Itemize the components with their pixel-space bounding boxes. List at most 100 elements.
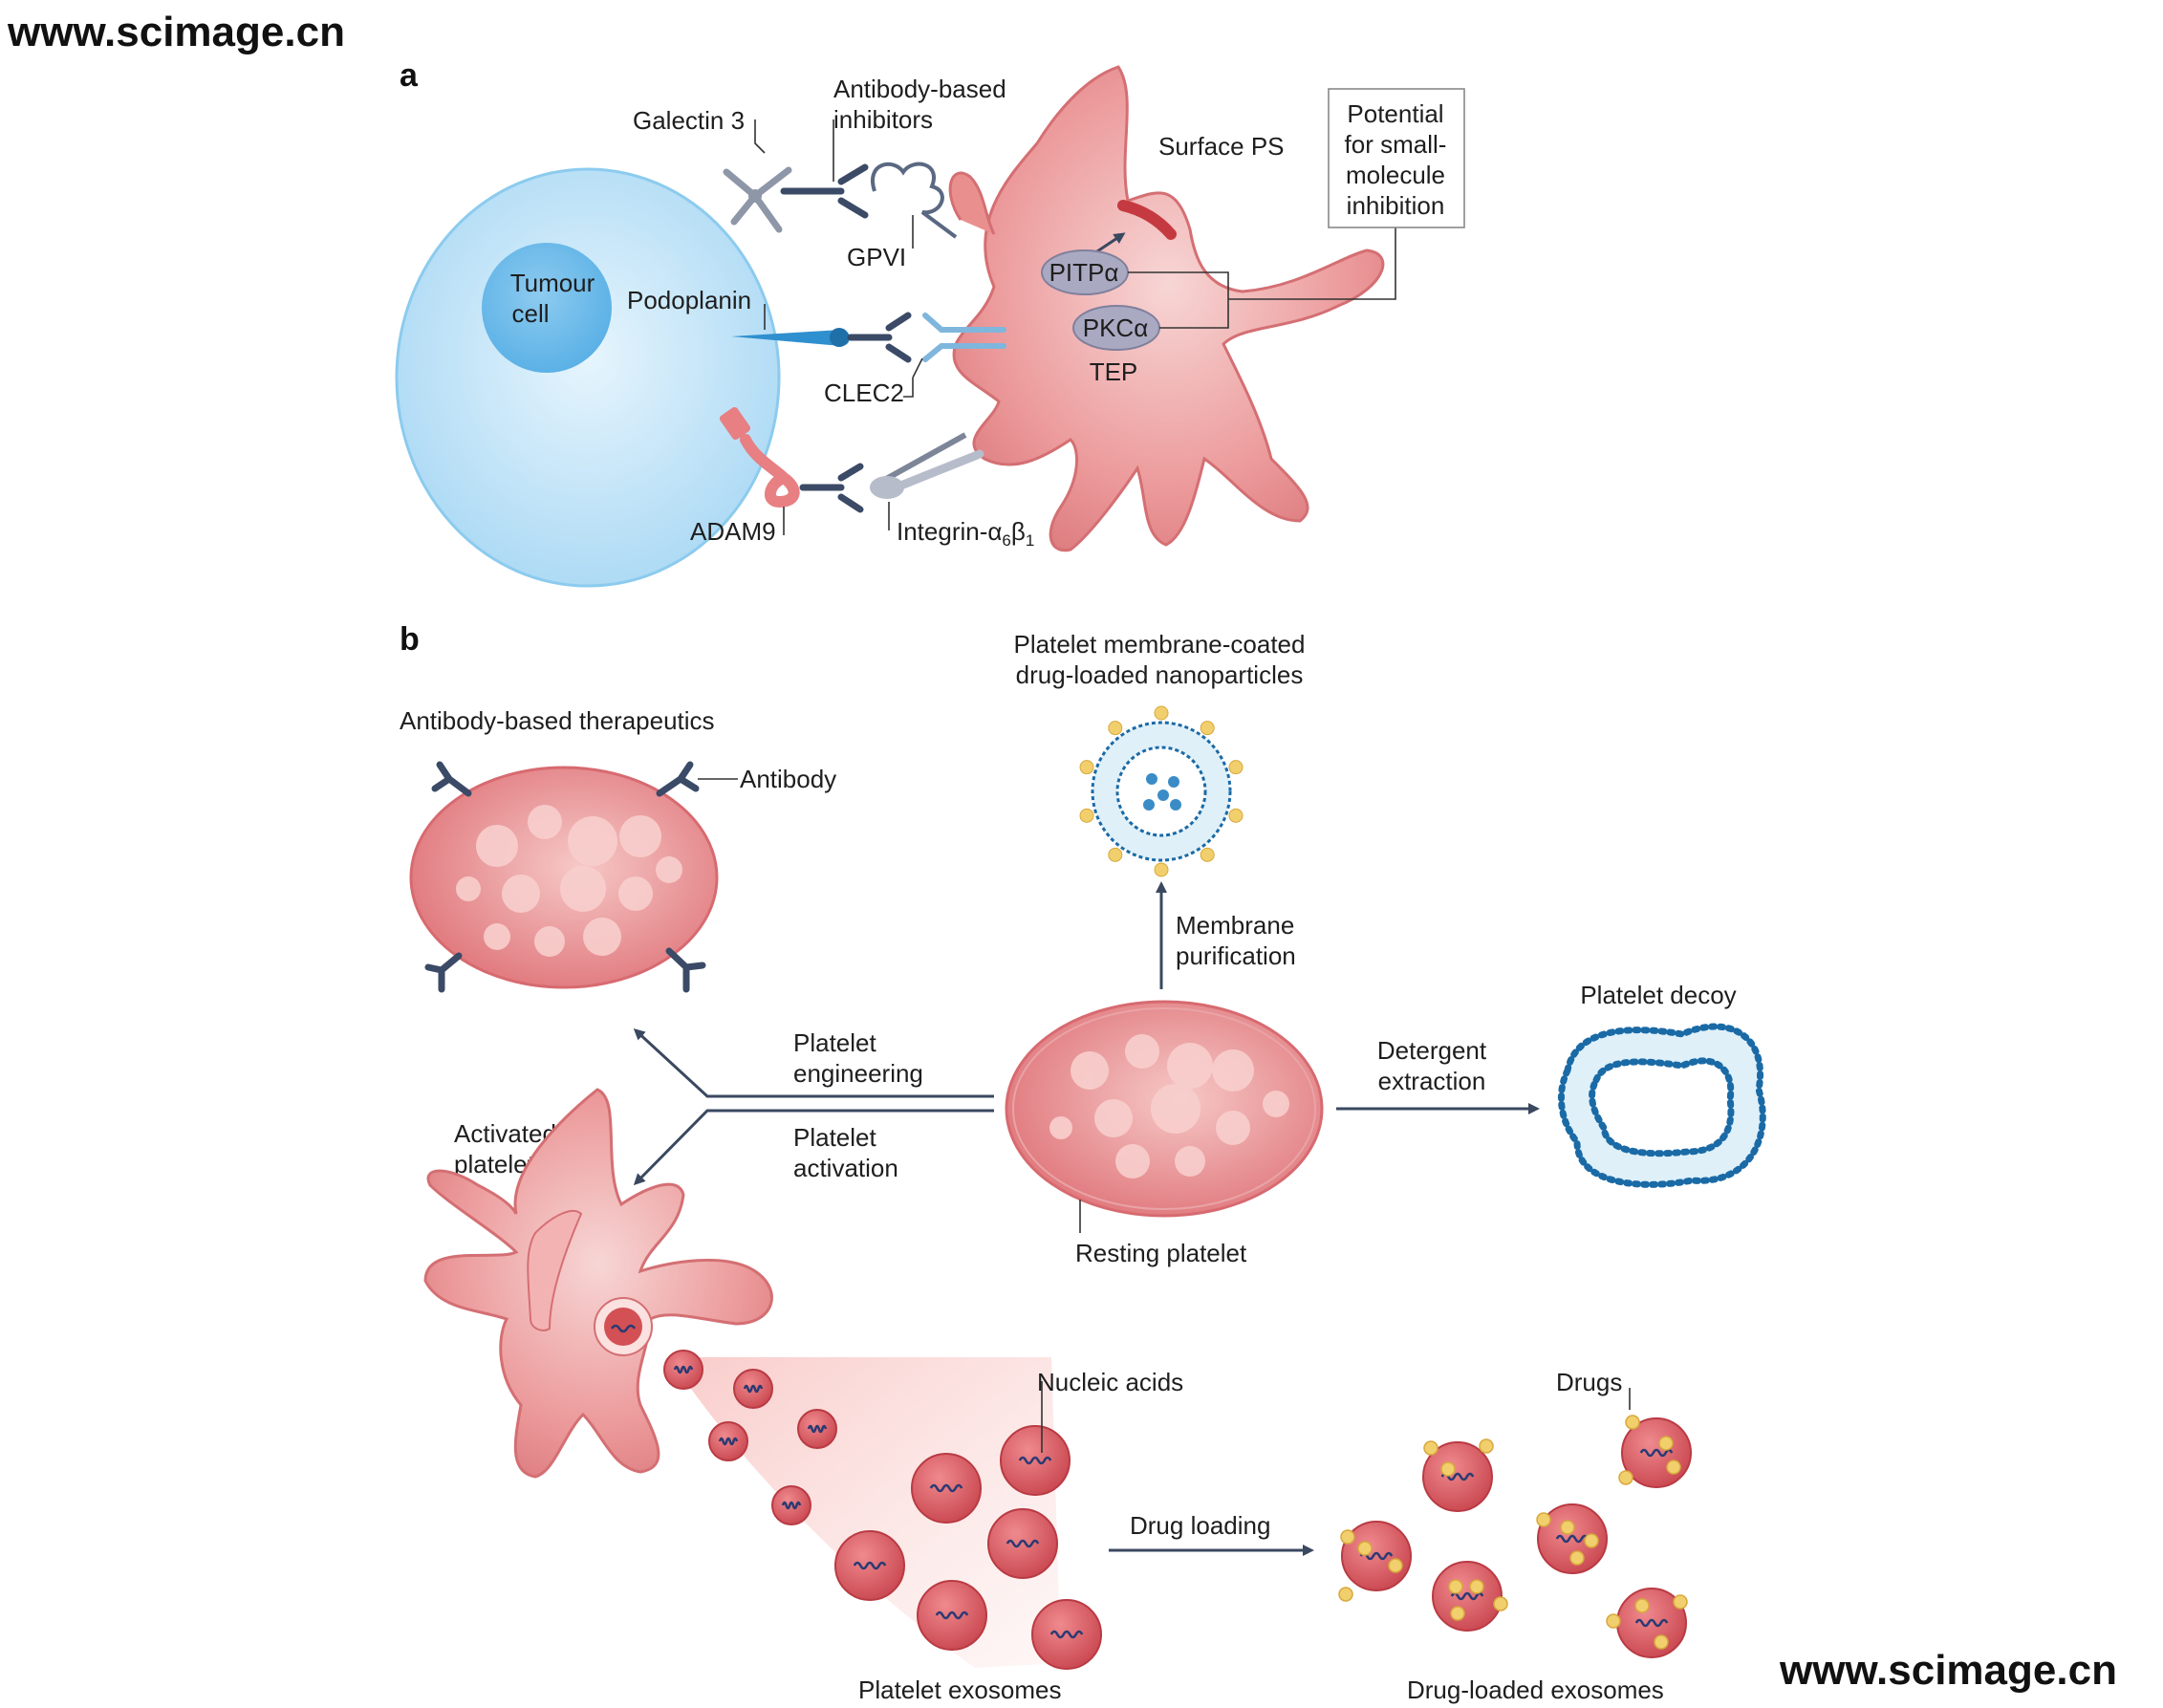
platelet-engineering-line-1: Platelet bbox=[793, 1028, 876, 1057]
antibody-inhibitors-line-1: Antibody-based bbox=[833, 75, 1006, 103]
drug-particle bbox=[1654, 1634, 1669, 1650]
pkc-label: PKCα bbox=[1083, 313, 1149, 342]
antibody-label: Antibody bbox=[740, 765, 836, 793]
drug-loaded-exosome bbox=[1422, 1438, 1494, 1512]
drug-particle bbox=[1423, 1440, 1438, 1456]
surface-ps-label: Surface PS bbox=[1158, 132, 1285, 161]
engineered-platelet bbox=[409, 766, 719, 989]
platelet-decoy-label: Platelet decoy bbox=[1580, 981, 1736, 1009]
platelet-exosome bbox=[834, 1530, 905, 1601]
panel-b-label: b bbox=[400, 621, 420, 658]
nanoparticle-drug bbox=[1108, 847, 1123, 862]
drug-loaded-exosome bbox=[1338, 1521, 1412, 1602]
small-molecule-box bbox=[1328, 88, 1465, 228]
drug-particle bbox=[1448, 1579, 1463, 1594]
nanoparticle-drug bbox=[1228, 760, 1244, 775]
drug-particle bbox=[1479, 1438, 1494, 1454]
exosome-beam bbox=[669, 1357, 1061, 1668]
drug-loaded-exosome bbox=[1432, 1561, 1508, 1632]
platelet-granules bbox=[456, 805, 682, 957]
watermark-bottom: www.scimage.cn bbox=[1779, 1647, 2117, 1694]
platelet-exosome bbox=[1000, 1425, 1071, 1496]
detergent-extraction-line-2: extraction bbox=[1378, 1067, 1486, 1095]
tumour-cell-label-1: Tumour bbox=[510, 269, 595, 297]
antibody-tr bbox=[656, 761, 700, 797]
drug-particle bbox=[1625, 1415, 1640, 1430]
integrin-a6b1 bbox=[870, 432, 984, 499]
drug-particle bbox=[1658, 1436, 1674, 1451]
small-molecule-line-2: for small- bbox=[1345, 130, 1447, 159]
surface-ps-arrow bbox=[1093, 232, 1126, 255]
antibody-therapeutics-label: Antibody-based therapeutics bbox=[400, 706, 715, 735]
platelet-exosome bbox=[987, 1508, 1058, 1579]
drug-loading-label: Drug loading bbox=[1130, 1511, 1270, 1540]
drug-particle bbox=[1618, 1470, 1633, 1485]
platelet-exosome bbox=[771, 1485, 811, 1525]
activated-platelet bbox=[423, 1088, 773, 1479]
drug-particle bbox=[1388, 1558, 1403, 1573]
membrane-purification-line-2: purification bbox=[1176, 941, 1296, 970]
surface-ps-patch bbox=[1117, 200, 1177, 240]
adam9 bbox=[719, 406, 800, 508]
platelet-exosome bbox=[1031, 1599, 1102, 1670]
nanoparticle bbox=[1079, 705, 1244, 877]
nanoparticle-drug bbox=[1154, 862, 1169, 877]
small-molecule-bracket bbox=[1128, 227, 1396, 329]
nanoparticle-drug-core bbox=[1143, 773, 1181, 811]
nanoparticle-drug bbox=[1079, 808, 1094, 823]
platelet-exosome bbox=[708, 1421, 748, 1461]
drug-loaded-exosome bbox=[1606, 1588, 1688, 1658]
podoplanin bbox=[731, 330, 850, 346]
antibody-tl bbox=[431, 761, 472, 797]
drug-particle bbox=[1584, 1533, 1599, 1548]
drug-particle bbox=[1340, 1529, 1355, 1545]
gpvi-receptor bbox=[871, 162, 958, 239]
drug-particle bbox=[1569, 1550, 1585, 1566]
platelet-exosome bbox=[917, 1580, 987, 1651]
antibody-br bbox=[665, 947, 706, 993]
watermark-top: www.scimage.cn bbox=[7, 9, 345, 55]
platelet-activation-line-1: Platelet bbox=[793, 1123, 876, 1152]
nanoparticle-drug bbox=[1200, 721, 1215, 736]
activated-platelet-line-1: Activated bbox=[454, 1119, 556, 1148]
platelet-exosome bbox=[663, 1350, 703, 1390]
panel-a-label: a bbox=[400, 57, 419, 94]
tep-platelet bbox=[948, 65, 1385, 552]
drug-loaded-exosomes-label: Drug-loaded exosomes bbox=[1407, 1676, 1664, 1704]
adam9-label: ADAM9 bbox=[690, 517, 776, 546]
drug-loaded-exosomes bbox=[1338, 1415, 1692, 1658]
platelet-exosome bbox=[733, 1369, 773, 1409]
drug-particle bbox=[1469, 1579, 1484, 1594]
nanoparticle-drug bbox=[1200, 847, 1215, 862]
platelet-exosome bbox=[797, 1409, 837, 1449]
podoplanin-head bbox=[830, 328, 849, 347]
nanoparticle-drug bbox=[1108, 721, 1123, 736]
nanoparticles-line-1: Platelet membrane-coated bbox=[1014, 630, 1306, 659]
drug-particle bbox=[1450, 1606, 1465, 1621]
drug-particle bbox=[1357, 1541, 1373, 1556]
antibody-inhibitor-middle bbox=[847, 312, 912, 363]
drug-particle bbox=[1606, 1613, 1621, 1629]
antibody-inhibitor-top bbox=[780, 163, 869, 219]
drug-loaded-exosome bbox=[1618, 1415, 1692, 1488]
small-molecule-line-3: molecule bbox=[1346, 161, 1445, 189]
nanoparticles-line-2: drug-loaded nanoparticles bbox=[1016, 660, 1304, 689]
clec2-label: CLEC2 bbox=[824, 378, 904, 407]
resting-platelet-label: Resting platelet bbox=[1075, 1239, 1247, 1267]
resting-platelet bbox=[1005, 1000, 1324, 1218]
antibody-inhibitors-line-2: inhibitors bbox=[833, 105, 933, 134]
drug-particle bbox=[1440, 1461, 1456, 1477]
drug-loaded-exosome bbox=[1536, 1503, 1608, 1574]
drug-particle bbox=[1560, 1520, 1575, 1535]
nucleic-acids-label: Nucleic acids bbox=[1037, 1368, 1183, 1396]
detergent-extraction-line-1: Detergent bbox=[1377, 1036, 1487, 1065]
galectin-3 bbox=[723, 166, 792, 233]
drug-particle bbox=[1666, 1459, 1681, 1475]
drug-particle bbox=[1634, 1598, 1650, 1613]
drug-particle bbox=[1338, 1587, 1353, 1602]
clec2-leader bbox=[903, 357, 923, 398]
antibody-inhibitor-bottom bbox=[799, 463, 864, 513]
drugs-label: Drugs bbox=[1556, 1368, 1622, 1396]
tep-label: TEP bbox=[1090, 357, 1138, 386]
